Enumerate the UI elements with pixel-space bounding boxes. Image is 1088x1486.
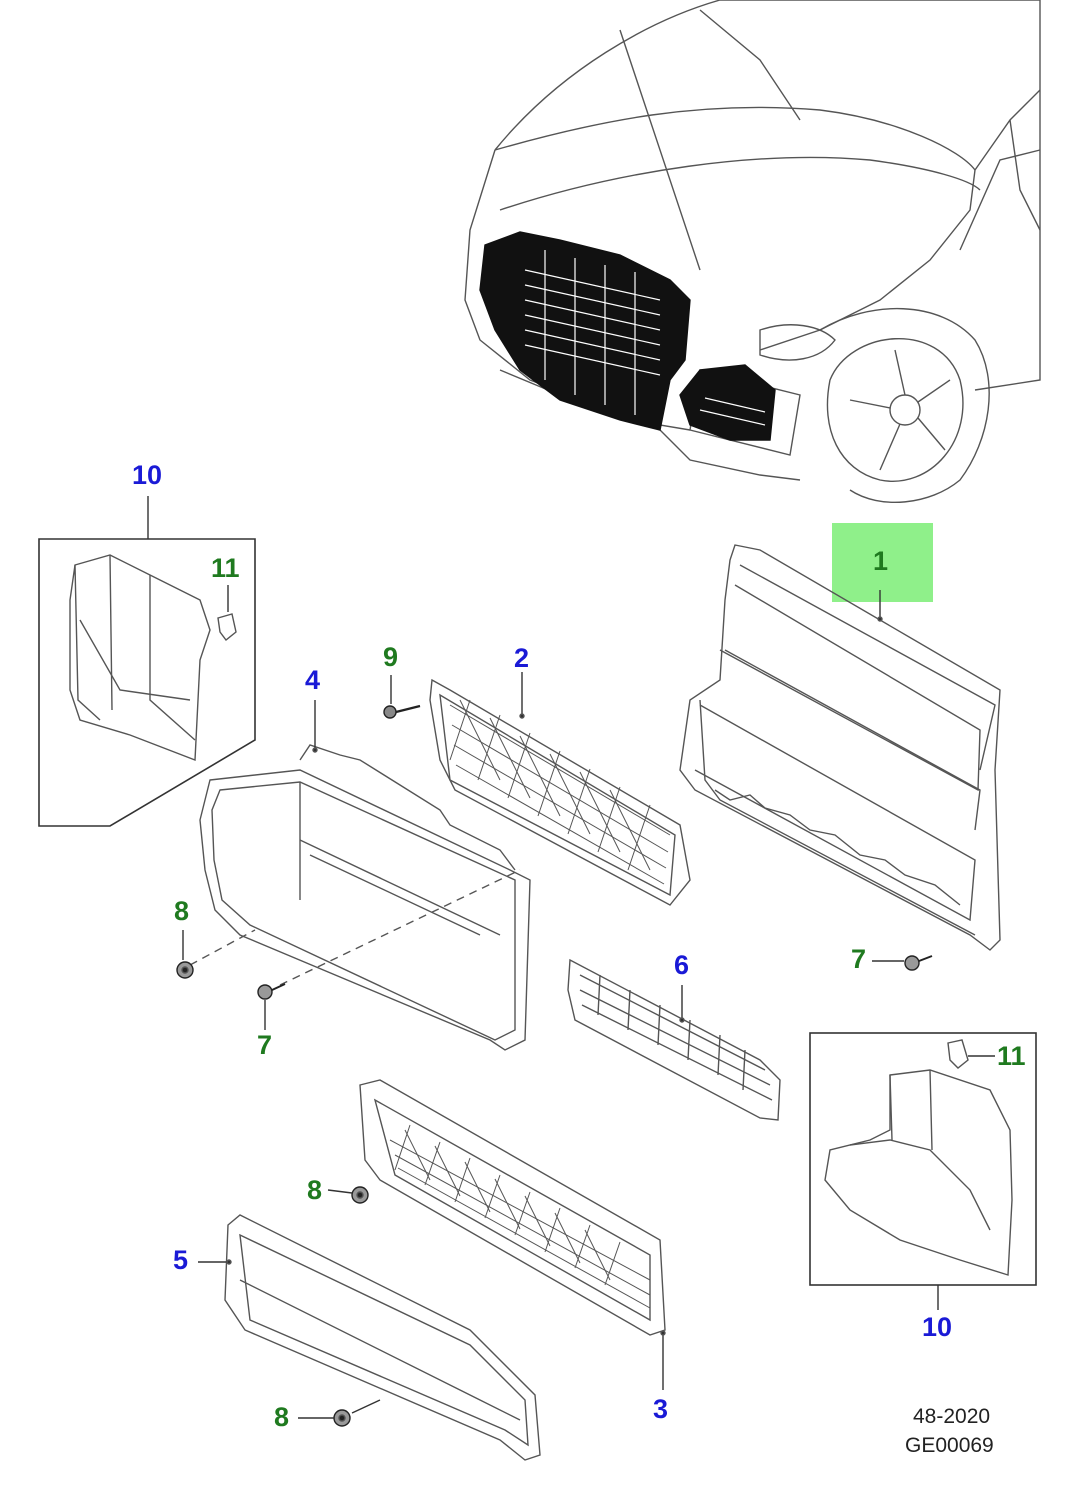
- callout-7-left: 7: [257, 1030, 273, 1060]
- diagram-ref-number: 48-2020: [913, 1405, 991, 1428]
- part-5-lower-surround: [198, 1214, 541, 1461]
- callout-10-bottom-right: 10: [922, 1312, 953, 1342]
- part-1-highlight: [832, 523, 933, 602]
- fastener-8-lower: [298, 1399, 381, 1427]
- part-1-shroud: [679, 544, 1001, 951]
- callout-10-top-left: 10: [132, 460, 163, 490]
- callout-8-upper: 8: [174, 896, 190, 926]
- callout-7-right: 7: [851, 944, 867, 974]
- part-2-upper-grille: [383, 672, 691, 906]
- part-3-lower-grille: [359, 1079, 666, 1390]
- fastener-8-middle: [327, 1186, 369, 1204]
- callout-1: 1: [873, 546, 889, 576]
- callout-2: 2: [514, 643, 530, 673]
- callout-3: 3: [653, 1394, 669, 1424]
- callout-11-top-left: 11: [211, 553, 240, 583]
- detail-box-10-right: [809, 1032, 1037, 1310]
- part-6-lower-insert: [567, 958, 781, 1121]
- vehicle-grille-highlight: [479, 231, 776, 441]
- callout-6: 6: [674, 950, 690, 980]
- callout-8-middle: 8: [307, 1175, 323, 1205]
- fastener-8-upper: [176, 930, 194, 979]
- callout-5: 5: [173, 1245, 189, 1275]
- callout-4: 4: [305, 665, 321, 695]
- callout-8-lower: 8: [274, 1402, 290, 1432]
- part-4-surround-frame: [189, 700, 531, 1051]
- callout-11-right: 11: [997, 1041, 1026, 1071]
- detail-box-10-left: [38, 496, 256, 827]
- callout-9: 9: [383, 642, 399, 672]
- fastener-7-left: [257, 983, 286, 1030]
- fastener-7-right: [872, 955, 933, 971]
- vehicle-overview: [464, 0, 1041, 504]
- diagram-ref-code: GE00069: [905, 1434, 994, 1457]
